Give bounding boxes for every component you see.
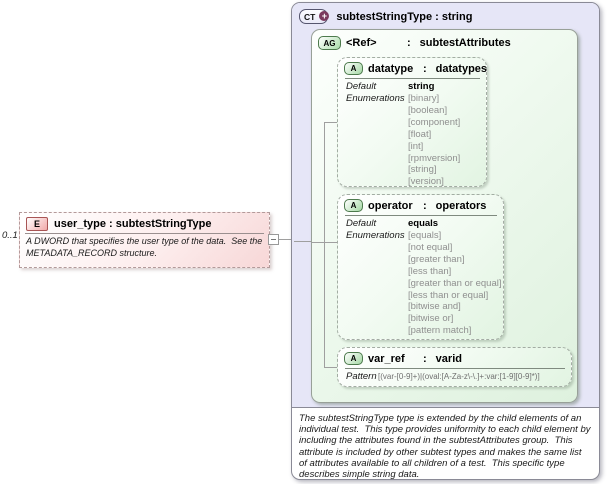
attribute-group-type: subtestAttributes: [419, 37, 511, 49]
attribute-group-icon: AG: [318, 36, 341, 50]
enumeration-list: [binary][boolean][component][float][int]…: [408, 93, 460, 188]
attribute-box-var-ref[interactable]: A var_ref : varid Pattern [(var-[0-9]+)|…: [337, 347, 572, 387]
cardinality-label: 0..1: [2, 230, 18, 241]
attribute-box-datatype[interactable]: A datatype : datatypes Default string En…: [337, 57, 487, 187]
colon-separator: :: [407, 37, 411, 49]
pattern-value: [(var-[0-9]+)|(oval:[A-Za-z\-\.]+:var:[1…: [378, 372, 540, 381]
attribute-icon: A: [344, 62, 363, 75]
complex-type-title: subtestStringType : string: [336, 10, 473, 23]
tree-trunk-line: [324, 122, 325, 368]
colon-separator: :: [423, 62, 427, 75]
attribute-header: A var_ref : varid: [338, 348, 571, 366]
attribute-separator: [345, 368, 565, 369]
attribute-group-box[interactable]: AG <Ref> : subtestAttributes A datatype …: [311, 29, 578, 403]
attribute-type: datatypes: [435, 62, 488, 75]
complex-type-header[interactable]: CT + subtestStringType : string: [292, 3, 599, 24]
connector-stub-line: [294, 241, 311, 242]
enumeration-value: [not equal]: [408, 241, 453, 253]
enumeration-value: [greater than]: [408, 253, 465, 265]
attribute-header: A datatype : datatypes: [338, 58, 488, 76]
connector-line: [279, 239, 292, 240]
attribute-group-header: AG <Ref> : subtestAttributes: [312, 30, 577, 50]
enumeration-value: [less than or equal]: [408, 289, 489, 301]
enumeration-value: [binary]: [408, 93, 440, 104]
element-icon: E: [26, 217, 48, 231]
facet-label: Pattern: [346, 371, 377, 382]
enumeration-value: [version]: [408, 176, 444, 188]
enumeration-value: [pattern match]: [408, 325, 472, 337]
attribute-group-name: <Ref>: [346, 37, 377, 49]
attribute-name: datatype: [368, 62, 414, 75]
facet-row-pattern: Pattern [(var-[0-9]+)|(oval:[A-Za-z\-\.]…: [346, 371, 565, 383]
attribute-separator: [345, 78, 480, 79]
attribute-name: var_ref: [368, 352, 405, 365]
enumeration-value: [int]: [408, 140, 424, 152]
facet-value: equals: [408, 218, 439, 229]
facet-row-enumerations: Enumerations [binary][boolean][component…: [346, 93, 480, 188]
colon-separator: :: [423, 199, 427, 212]
facet-label: Enumerations: [346, 93, 405, 104]
attribute-type: varid: [435, 352, 462, 365]
complex-type-annotation: The subtestStringType type is extended b…: [299, 413, 594, 480]
tree-branch-line: [324, 367, 338, 368]
minus-icon: [271, 239, 276, 240]
facet-row-enumerations: Enumerations [equals][not equal][greater…: [346, 230, 501, 337]
attribute-box-operator[interactable]: A operator : operators Default equals En…: [337, 194, 504, 340]
attribute-icon: A: [344, 352, 363, 365]
element-header: E user_type : subtestStringType: [20, 213, 269, 232]
attribute-name: operator: [368, 199, 413, 212]
facet-table: Default string Enumerations [binary][boo…: [338, 81, 486, 190]
facet-table: Pattern [(var-[0-9]+)|(oval:[A-Za-z\-\.]…: [338, 371, 571, 385]
complex-type-icon-label: CT: [304, 11, 316, 22]
enumeration-value: [string]: [408, 164, 437, 176]
facet-label: Default: [346, 81, 377, 92]
complex-type-body: CT + subtestStringType : string AG <Ref>…: [292, 3, 599, 408]
element-annotation: A DWORD that specifies the user type of …: [26, 236, 265, 258]
facet-table: Default equals Enumerations [equals][not…: [338, 218, 503, 339]
facet-value: string: [408, 81, 435, 92]
enumeration-value: [rpmversion]: [408, 152, 461, 164]
complex-type-icon: CT +: [299, 9, 330, 24]
enumeration-value: [greater than or equal]: [408, 277, 502, 289]
enumeration-value: [boolean]: [408, 104, 448, 116]
enumeration-value: [float]: [408, 128, 432, 140]
facet-label: Default: [346, 218, 377, 229]
complex-type-box: CT + subtestStringType : string AG <Ref>…: [291, 2, 600, 480]
attribute-type: operators: [435, 199, 487, 212]
enumeration-value: [bitwise and]: [408, 301, 461, 313]
element-title: user_type : subtestStringType: [54, 218, 212, 230]
facet-row-default: Default string: [346, 81, 480, 93]
attribute-icon: A: [344, 199, 363, 212]
enumeration-value: [equals]: [408, 230, 442, 241]
facet-row-default: Default equals: [346, 218, 497, 230]
attribute-separator: [345, 215, 497, 216]
tree-branch-line: [324, 122, 338, 123]
enumeration-value: [bitwise or]: [408, 313, 454, 325]
enumeration-list: [equals][not equal][greater than][less t…: [408, 230, 501, 337]
collapse-toggle[interactable]: [268, 234, 279, 245]
element-separator: [25, 233, 264, 234]
attribute-header: A operator : operators: [338, 195, 503, 213]
enumeration-value: [component]: [408, 116, 461, 128]
tree-branch-line: [312, 242, 338, 243]
facet-label: Enumerations: [346, 230, 405, 241]
plus-icon: +: [319, 11, 330, 21]
colon-separator: :: [423, 352, 427, 365]
enumeration-value: [less than]: [408, 265, 452, 277]
element-box-user-type[interactable]: E user_type : subtestStringType A DWORD …: [19, 212, 270, 268]
